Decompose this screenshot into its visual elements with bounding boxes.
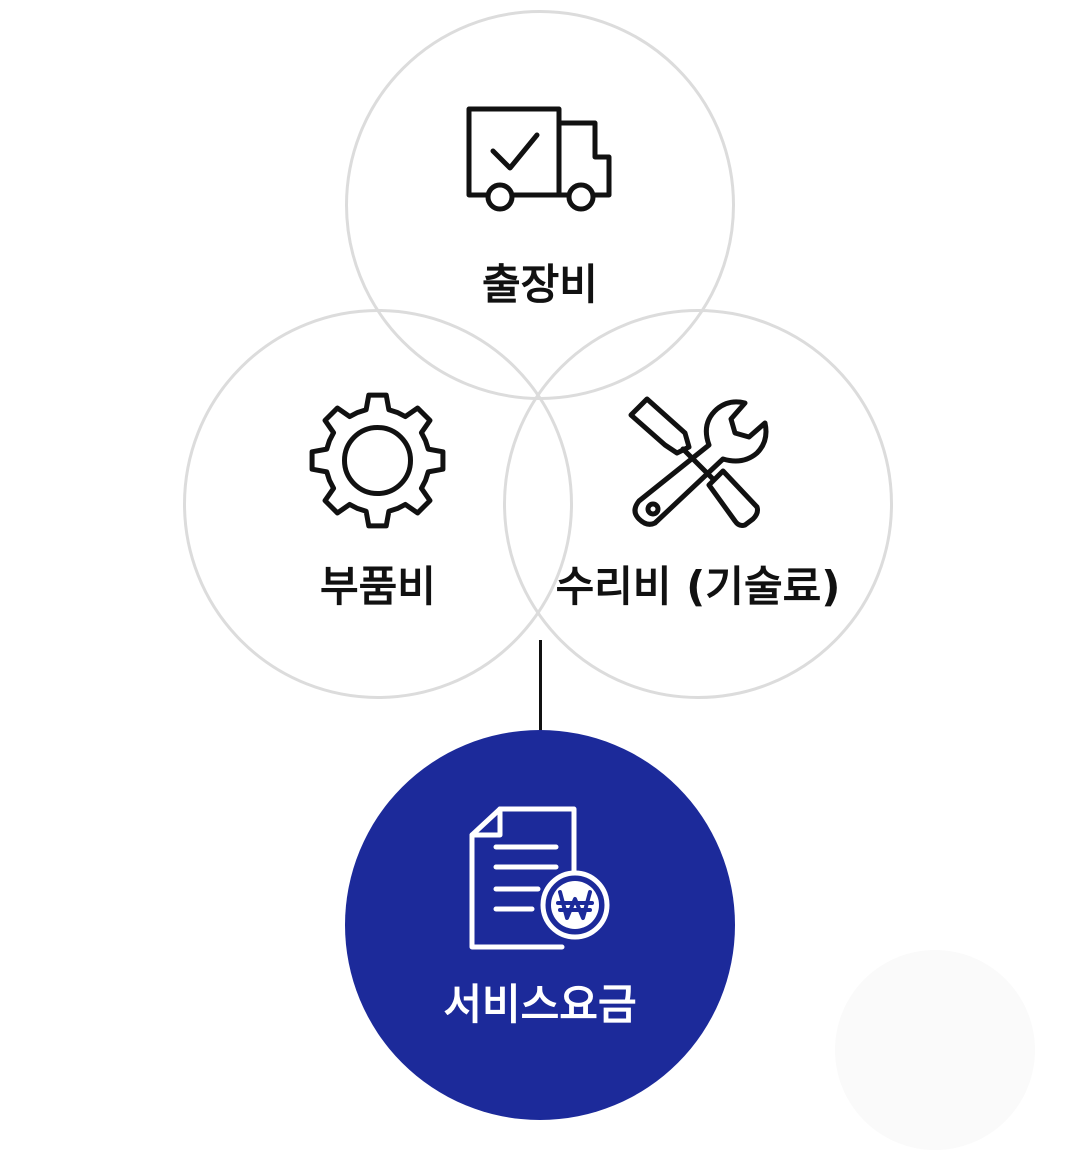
wrench-screwdriver-icon [625,395,775,535]
invoice-won-icon [466,805,616,955]
decorative-background-circle [835,950,1035,1150]
repair-fee-label: 수리비 (기술료) [555,562,841,611]
service-fee-label: 서비스요금 [443,980,637,1029]
parts-fee-label: 부품비 [320,562,436,611]
gear-icon [305,388,450,533]
truck-check-icon [465,105,615,215]
service-fee-circle [345,730,735,1120]
repair-fee-circle [503,309,893,699]
travel-fee-label: 출장비 [482,260,598,309]
connector-line [539,640,542,758]
